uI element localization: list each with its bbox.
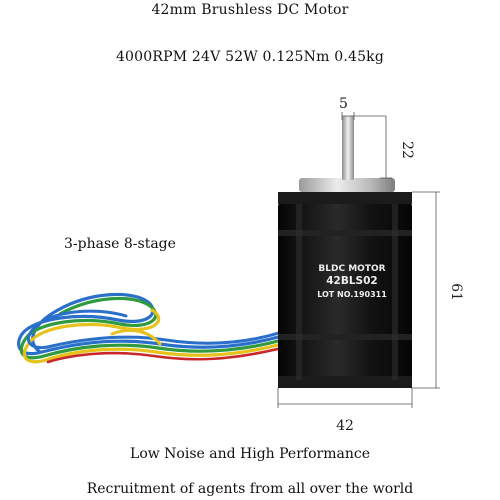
motor-body bbox=[278, 178, 412, 388]
motor-label-line1: BLDC MOTOR bbox=[318, 264, 385, 274]
dim-body-width: 42 bbox=[336, 418, 354, 434]
tagline: Low Noise and High Performance bbox=[130, 446, 370, 462]
product-specs: 4000RPM 24V 52W 0.125Nm 0.45kg bbox=[115, 49, 385, 65]
product-title: 42mm Brushless DC Motor bbox=[151, 2, 349, 18]
dim-shaft-length: 22 bbox=[399, 141, 415, 159]
dim-shaft-diameter: 5 bbox=[339, 96, 348, 112]
motor-shaft bbox=[342, 116, 354, 180]
phase-note: 3-phase 8-stage bbox=[64, 236, 176, 252]
motor-label-line3: LOT NO.190311 bbox=[317, 290, 387, 299]
dimension-lines bbox=[277, 112, 440, 408]
motor-wires bbox=[17, 292, 284, 364]
motor-label-line2: 42BLS02 bbox=[326, 275, 377, 287]
dim-body-length: 61 bbox=[448, 283, 464, 301]
recruitment-note: Recruitment of agents from all over the … bbox=[86, 481, 414, 497]
